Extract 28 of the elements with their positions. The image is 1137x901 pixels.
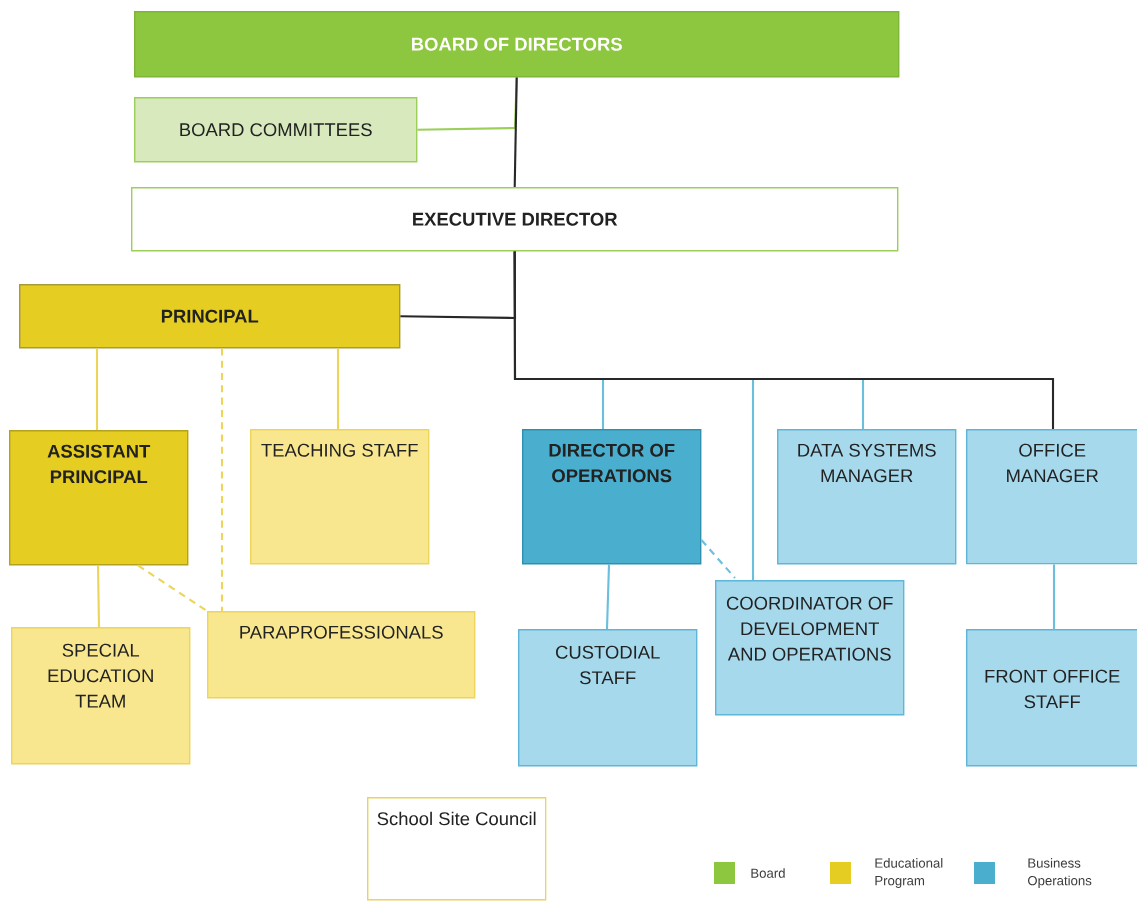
connector-line: [220, 348, 224, 611]
role-box: PRINCIPAL: [19, 284, 401, 349]
role-box: SPECIAL EDUCATION TEAM: [11, 627, 191, 765]
committee-box: BOARD COMMITTEES: [134, 97, 418, 163]
connector-line: [513, 251, 1055, 429]
role-box: PARAPROFESSIONALS: [207, 611, 476, 699]
role-box: OFFICE MANAGER: [966, 429, 1137, 565]
connector-line: [95, 348, 99, 430]
legend-label: Business Operations: [1028, 858, 1092, 888]
director-box: EXECUTIVE DIRECTOR: [131, 187, 899, 252]
role-box: TEACHING STAFF: [250, 429, 430, 565]
connector-line: [513, 77, 518, 187]
connector-line: [605, 564, 611, 630]
connector-line: [1052, 564, 1056, 629]
role-box: COORDINATOR OF DEVELOPMENT AND OPERATIONS: [715, 580, 905, 716]
connector-line: [96, 565, 101, 627]
council-box: School Site Council: [367, 797, 547, 901]
legend-label: Educational Program: [875, 858, 943, 888]
role-box: ASSISTANT PRINCIPAL: [9, 430, 189, 566]
connector-line: [137, 564, 208, 612]
board-box: BOARD OF DIRECTORS: [134, 11, 900, 78]
role-box: DATA SYSTEMS MANAGER: [777, 429, 957, 565]
role-box: FRONT OFFICE STAFF: [966, 629, 1137, 767]
role-box: DIRECTOR OF OPERATIONS: [522, 429, 702, 565]
role-box: CUSTODIAL STAFF: [518, 629, 698, 767]
connector-line: [336, 348, 340, 429]
legend-label: Board: [751, 868, 785, 878]
connector-line: [700, 539, 736, 579]
